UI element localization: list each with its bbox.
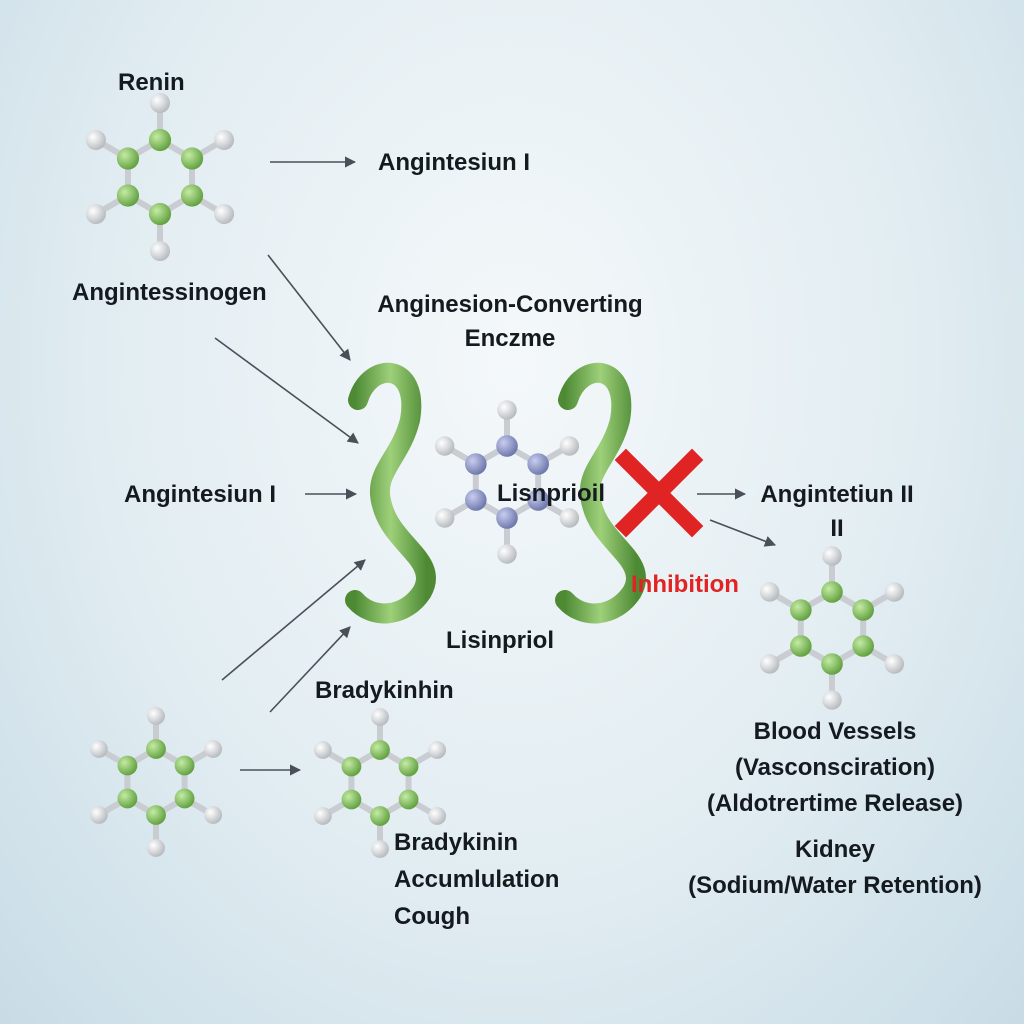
angiotensin-ii-line1: Angintetiun II [760, 481, 914, 508]
kidney-label: Kidney [794, 836, 875, 863]
ring-atom [852, 635, 874, 657]
angiotensinogen-label: Angintessinogen [72, 279, 267, 306]
hydrogen-atom [371, 708, 389, 726]
ring-atom [148, 128, 172, 152]
ring-atom [465, 453, 487, 475]
ace-label-line2: Enczme [464, 325, 556, 352]
arrow [221, 559, 366, 681]
hydrogen-atom [434, 436, 455, 456]
ring-atom [398, 756, 419, 777]
angiotensinogen-molecule [85, 93, 235, 261]
hydrogen-atom [150, 241, 170, 261]
arrow [269, 626, 351, 713]
inhibition-x-icon [614, 448, 704, 538]
ring-atom [146, 805, 166, 825]
angiotensin-ii-line2: II [830, 515, 844, 542]
hydrogen-atom [559, 436, 580, 456]
ring-atom [398, 789, 419, 810]
side-effects-label: Bradykinin Accumlulation Cough [394, 824, 559, 935]
ring-atom [790, 635, 812, 657]
ring-atom [180, 184, 204, 207]
hydrogen-atom [89, 740, 108, 758]
ring-atom [174, 755, 195, 776]
ring-atom [146, 739, 166, 759]
ring-atom [821, 581, 843, 603]
hydrogen-atom [89, 806, 108, 824]
arrows [214, 156, 777, 776]
organ-effects-label: Blood Vessels (Vasconsciration) (Aldotre… [660, 714, 1010, 904]
ring-atom [527, 453, 549, 475]
bradykinin-label: Bradykinhin [315, 677, 454, 704]
hydrogen-atom [147, 839, 165, 857]
hydrogen-atom [214, 130, 235, 150]
ring-atom [465, 489, 487, 511]
hydrogen-atom [822, 690, 842, 710]
ring-atom [496, 507, 518, 529]
angiotensin-i-left-label: Angintesiun I [124, 481, 276, 508]
ring-atom [174, 788, 195, 809]
arrow [709, 519, 777, 547]
vasoconstriction-label: (Vasconsciration) [734, 754, 936, 781]
ace-label-line1: Anginesion-Converting [377, 291, 643, 318]
ace-ribbon-right [555, 362, 646, 624]
ring-atom [370, 806, 390, 826]
hydrogen-atom [214, 204, 235, 224]
ace-label: Anginesion-Converting Enczme [360, 288, 660, 356]
lisinopril-bottom-label: Lisinpriol [446, 627, 554, 654]
hydrogen-atom [313, 807, 332, 825]
hydrogen-atom [428, 807, 447, 825]
hydrogen-atom [434, 508, 455, 528]
ring-atom [341, 756, 362, 777]
hydrogen-atom [884, 582, 905, 602]
hydrogen-atom [822, 546, 842, 566]
hydrogen-atom [150, 93, 170, 113]
angiotensin-ii-molecule [759, 546, 905, 710]
ring-atom [496, 435, 518, 457]
ring-atom [341, 789, 362, 810]
ring-atom [116, 184, 140, 207]
hydrogen-atom [497, 544, 517, 564]
sodium-water-label: (Sodium/Water Retention) [688, 872, 982, 899]
ring-atom [370, 740, 390, 760]
hydrogen-atom [204, 740, 223, 758]
ring-atom [852, 599, 874, 621]
hydrogen-atom [759, 654, 780, 674]
ring-atom [116, 147, 140, 170]
hydrogen-atom [204, 806, 223, 824]
side-effects-line2: Accumlulation [394, 866, 560, 893]
ring-atom [821, 653, 843, 675]
lisinopril-center-label: Lisnprioil [497, 480, 605, 507]
hydrogen-atom [428, 741, 447, 759]
side-effects-line3: Cough [394, 903, 470, 930]
hydrogen-atom [884, 654, 905, 674]
angiotensin-ii-label: Angintetiun II II [742, 478, 932, 546]
hydrogen-atom [559, 508, 580, 528]
angiotensin-i-top-label: Angintesiun I [378, 149, 530, 176]
blood-vessels-label: Blood Vessels [753, 718, 917, 745]
ace-ribbon-left [345, 362, 436, 624]
ring-atom [180, 147, 204, 170]
lisinopril-molecule [434, 400, 580, 564]
bradykinin-precursor-molecule [89, 707, 223, 857]
side-effects-line1: Bradykinin [394, 829, 519, 856]
ring-atom [117, 788, 138, 809]
hydrogen-atom [759, 582, 780, 602]
arrow [214, 337, 359, 444]
ring-atom [527, 489, 549, 511]
ring-atom [117, 755, 138, 776]
hydrogen-atom [85, 130, 106, 150]
ring-atom [148, 202, 172, 226]
hydrogen-atom [313, 741, 332, 759]
ring-atom [790, 599, 812, 621]
aldosterone-label: (Aldotrertime Release) [706, 790, 964, 817]
inhibition-label: Inhibition [631, 571, 739, 598]
renin-label: Renin [118, 69, 185, 96]
bradykinin-molecule [313, 708, 447, 858]
hydrogen-atom [85, 204, 106, 224]
hydrogen-atom [371, 840, 389, 858]
hydrogen-atom [497, 400, 517, 420]
hydrogen-atom [147, 707, 165, 725]
arrow [267, 254, 351, 361]
